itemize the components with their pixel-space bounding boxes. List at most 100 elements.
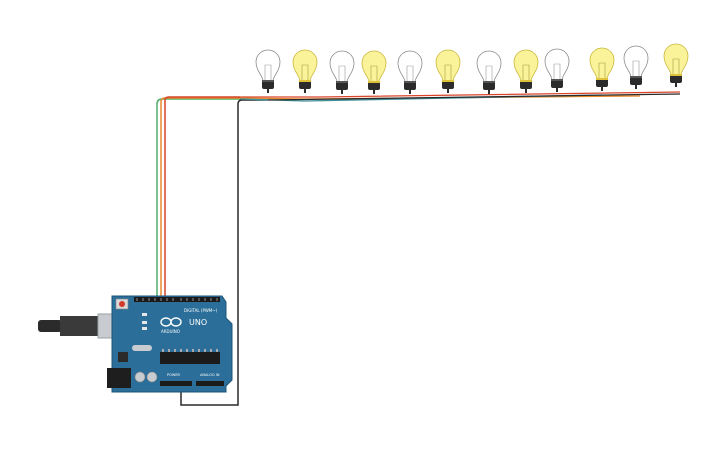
bulb-ring (368, 81, 380, 83)
reset-button-cap[interactable] (119, 301, 125, 307)
analog-header[interactable] (196, 381, 224, 386)
capacitor-1 (134, 371, 146, 383)
bulb-ring (262, 80, 274, 82)
bulb-pin (341, 90, 343, 94)
light-bulb-9[interactable] (544, 48, 570, 92)
bulb-filament (672, 58, 680, 74)
bulb-base (551, 79, 563, 88)
bulb-ring (336, 81, 348, 83)
bulb-base (404, 81, 416, 90)
voltage-regulator (118, 352, 128, 362)
bus-wire-4[interactable] (267, 93, 681, 101)
bulb-pin (409, 90, 411, 94)
bulb-base (262, 80, 274, 89)
bulb-base (596, 78, 608, 87)
light-bulb-1[interactable] (255, 49, 281, 93)
bulb-ring (551, 79, 563, 81)
wire-orange[interactable] (160, 97, 240, 300)
crystal (132, 345, 152, 351)
bulb-glass (397, 50, 423, 83)
bulb-glass (663, 43, 689, 76)
bulb-glass (329, 50, 355, 83)
light-bulb-8[interactable] (513, 49, 539, 93)
led-l (142, 313, 147, 316)
power-header[interactable] (160, 381, 192, 386)
bulb-row (255, 43, 689, 94)
bulb-pin (556, 88, 558, 92)
bulb-pin (488, 90, 490, 94)
light-bulb-5[interactable] (397, 50, 423, 94)
bulb-base (336, 81, 348, 90)
light-bulb-6[interactable] (435, 49, 461, 93)
bulb-ring (299, 80, 311, 82)
bulb-pin (525, 89, 527, 93)
wire-red[interactable] (164, 96, 240, 300)
bulb-ring (670, 74, 682, 76)
bulb-glass (623, 45, 649, 78)
bus-wire-1[interactable] (240, 91, 681, 98)
arduino-logo-text: ARDUINO (161, 329, 180, 334)
power-label: POWER (167, 373, 181, 377)
light-bulb-11[interactable] (623, 45, 649, 89)
capacitor-2 (146, 371, 158, 383)
bulb-filament (264, 64, 272, 80)
bulb-filament (370, 65, 378, 81)
uno-model-text: UNO (189, 318, 207, 327)
bulb-pin (373, 90, 375, 94)
signal-wires[interactable] (156, 91, 681, 406)
bulb-glass (544, 48, 570, 81)
bulb-filament (406, 65, 414, 81)
bulb-ring (404, 81, 416, 83)
bulb-filament (444, 64, 452, 80)
wire-green[interactable] (156, 98, 240, 300)
led-rx (142, 327, 147, 330)
atmega-chip (160, 352, 220, 364)
bulb-ring (520, 80, 532, 82)
arduino-uno-board[interactable]: DIGITAL (PWM~) ARDUINO UNO PO (38, 295, 233, 393)
bulb-glass (589, 47, 615, 80)
bulb-pin (635, 85, 637, 89)
light-bulb-2[interactable] (292, 49, 318, 93)
bulb-base (368, 81, 380, 90)
bulb-glass (513, 49, 539, 82)
bulb-base (299, 80, 311, 89)
bulb-filament (338, 65, 346, 81)
light-bulb-10[interactable] (589, 47, 615, 91)
bulb-filament (485, 65, 493, 81)
bulb-filament (553, 63, 561, 79)
power-jack[interactable] (107, 368, 131, 388)
bulb-pin (304, 89, 306, 93)
bulb-pin (675, 83, 677, 87)
digital-header-label: DIGITAL (PWM~) (184, 308, 218, 313)
bulb-glass (361, 50, 387, 83)
light-bulb-3[interactable] (329, 50, 355, 94)
bulb-base (442, 80, 454, 89)
bulb-ring (483, 81, 495, 83)
bulb-ring (442, 80, 454, 82)
bulb-filament (301, 64, 309, 80)
board-pcb (111, 295, 233, 393)
bulb-ring (630, 76, 642, 78)
digital-header[interactable] (134, 297, 220, 302)
light-bulb-12[interactable] (663, 43, 689, 87)
light-bulb-4[interactable] (361, 50, 387, 94)
wire-black-ground[interactable] (180, 99, 268, 406)
bulb-pin (447, 89, 449, 93)
bulb-glass (435, 49, 461, 82)
bulb-pin (601, 87, 603, 91)
bulb-filament (522, 64, 530, 80)
bulb-filament (632, 60, 640, 76)
bulb-glass (476, 50, 502, 83)
bulb-pin (267, 89, 269, 93)
bulb-glass (255, 49, 281, 82)
analog-label: ANALOG IN (200, 373, 220, 377)
usb-cable-plug[interactable] (38, 320, 62, 332)
led-tx (142, 321, 147, 324)
bulb-filament (598, 62, 606, 78)
light-bulb-7[interactable] (476, 50, 502, 94)
bulb-glass (292, 49, 318, 82)
bulb-base (670, 74, 682, 83)
arduino-logo (160, 317, 182, 327)
bulb-base (630, 76, 642, 85)
